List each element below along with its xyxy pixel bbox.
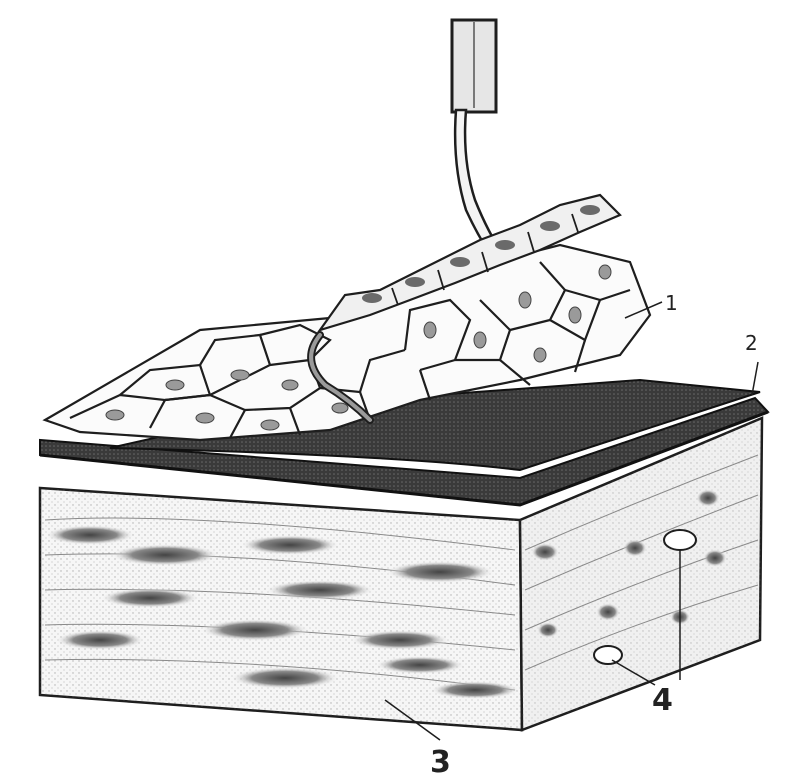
label-2: 2 bbox=[745, 331, 758, 355]
label-3: 3 bbox=[430, 745, 451, 773]
label-1: 1 bbox=[665, 291, 678, 315]
label-4: 4 bbox=[652, 683, 673, 718]
